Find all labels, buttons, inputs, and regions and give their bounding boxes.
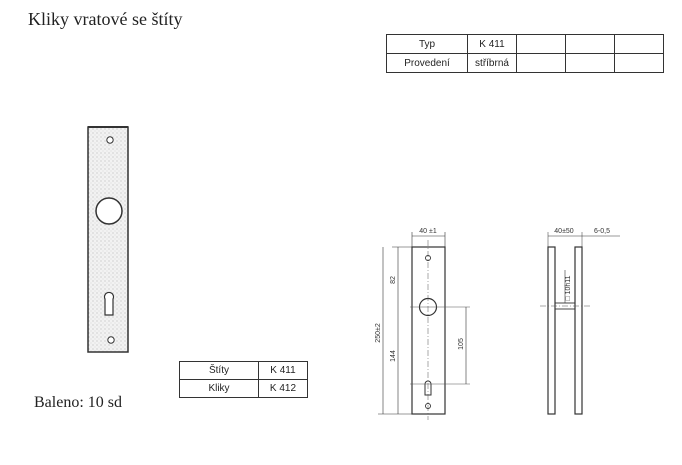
spec-row-type: Typ K 411 <box>386 34 664 54</box>
handle-hole <box>95 197 123 225</box>
spec-row-finish: Provedení stříbrná <box>386 53 664 73</box>
dim-square-label: □ 10h11 <box>565 275 572 300</box>
front-keyhole <box>424 380 432 396</box>
dim-144-label: 144 <box>390 350 397 362</box>
components-row-handles: Kliky K 412 <box>179 379 308 398</box>
dim-length-label: 250±2 <box>375 323 382 343</box>
spec-empty-cell <box>614 53 664 73</box>
screw-hole-bottom <box>107 336 115 344</box>
side-plate-right <box>574 246 583 415</box>
dim-thickness-label: 6-0,5 <box>594 228 610 235</box>
keyhole <box>103 291 115 316</box>
shield-illustration <box>87 126 129 353</box>
dim-side-width-label: 40±50 <box>554 228 574 235</box>
dim-105-label: 105 <box>458 338 465 350</box>
front-view-drawing: 40 ±1 82 250±2 144 105 <box>375 228 470 420</box>
package-note: Baleno: 10 sd <box>34 394 122 411</box>
front-plate-outline <box>411 246 446 415</box>
component-label: Kliky <box>179 379 259 398</box>
page-title: Kliky vratové se štíty <box>28 9 183 29</box>
components-row-shields: Štíty K 411 <box>179 361 308 380</box>
spec-table: Typ K 411 Provedení stříbrná <box>386 34 664 73</box>
component-value: K 412 <box>258 379 308 398</box>
components-table: Štíty K 411 Kliky K 412 <box>179 361 308 398</box>
dim-82-label: 82 <box>390 276 397 284</box>
side-plate-left <box>547 246 556 415</box>
shield-plate <box>87 126 129 353</box>
screw-hole-top <box>106 136 114 144</box>
dim-width-label: 40 ±1 <box>419 228 437 235</box>
side-view-drawing: 40±50 6-0,5 □ 10h11 <box>540 228 620 415</box>
